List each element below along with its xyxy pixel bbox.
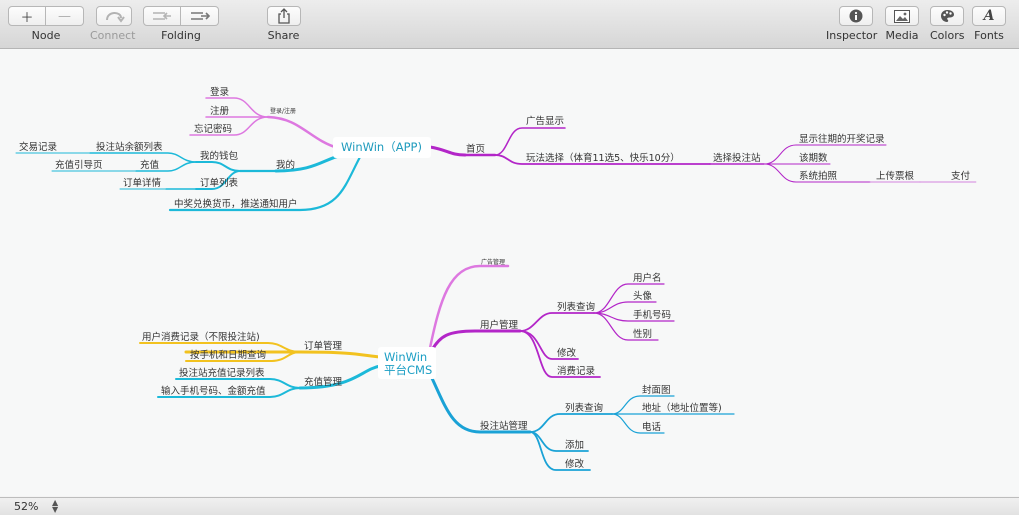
connect-button[interactable] <box>96 6 132 26</box>
inspector-label: Inspector <box>826 29 878 42</box>
node-username[interactable]: 用户名 <box>633 272 662 284</box>
media-button[interactable] <box>885 6 919 26</box>
mindmap-canvas[interactable]: WinWin（APP) 登录/注册 登录 注册 忘记密码 我的 我的钱包 投注站… <box>0 49 1019 496</box>
node-cover[interactable]: 封面图 <box>642 384 671 396</box>
share-icon <box>278 8 290 24</box>
connectors-map1 <box>15 97 977 212</box>
node-transactions[interactable]: 交易记录 <box>19 141 58 153</box>
node-orders[interactable]: 订单列表 <box>200 177 239 189</box>
map1-labels: 登录/注册 登录 注册 忘记密码 我的 我的钱包 投注站余额列表 交易记录 充值… <box>19 87 971 210</box>
share-label: Share <box>267 29 300 42</box>
node-pay[interactable]: 支付 <box>951 170 971 182</box>
node-group: ＋ — Node <box>8 6 84 42</box>
zoom-level[interactable]: 52% <box>14 500 39 513</box>
node-station-recharge[interactable]: 投注站充值记录列表 <box>179 367 265 379</box>
node-consumption[interactable]: 消费记录 <box>557 365 596 377</box>
mindmap-svg: WinWin（APP) 登录/注册 登录 注册 忘记密码 我的 我的钱包 投注站… <box>15 87 977 471</box>
node-user-consumption[interactable]: 用户消费记录（不限投注站) <box>142 331 260 343</box>
node-select-station[interactable]: 选择投注站 <box>713 152 761 164</box>
node-user-mgmt[interactable]: 用户管理 <box>480 319 519 331</box>
node-home[interactable]: 首页 <box>466 143 485 155</box>
zoom-stepper[interactable]: ▲ ▼ <box>52 498 59 514</box>
plus-icon: ＋ <box>20 10 34 26</box>
fonts-label: Fonts <box>974 29 1004 42</box>
node-avatar[interactable]: 头像 <box>633 290 653 302</box>
node-station-modify[interactable]: 修改 <box>565 458 585 470</box>
node-recharge-guide[interactable]: 充值引导页 <box>55 159 103 171</box>
app-root-label: WinWin（APP) <box>341 140 422 154</box>
zoom-up-icon[interactable]: ▲ <box>52 498 59 507</box>
node-login[interactable]: 登录 <box>210 87 230 98</box>
fold-button[interactable] <box>143 6 181 26</box>
unfold-icon <box>190 12 210 20</box>
minus-icon: — <box>58 8 71 24</box>
connect-group: Connect <box>90 6 135 42</box>
node-forgot[interactable]: 忘记密码 <box>194 123 232 135</box>
node-mine[interactable]: 我的 <box>276 159 295 171</box>
node-ad-display[interactable]: 广告显示 <box>526 115 564 127</box>
node-input-phone[interactable]: 输入手机号码、金额充值 <box>161 385 266 397</box>
fonts-button[interactable]: A <box>972 6 1006 26</box>
map2-labels: 广告管理 用户管理 列表查询 用户名 头像 手机号码 性别 修改 消费记录 订单… <box>142 258 722 470</box>
status-bar: 52% ▲ ▼ <box>0 497 1019 515</box>
fold-icon <box>153 12 171 20</box>
node-phone-number[interactable]: 手机号码 <box>633 309 671 321</box>
node-order-detail[interactable]: 订单详情 <box>123 177 162 189</box>
unfold-button[interactable] <box>181 6 219 26</box>
share-group: Share <box>267 6 301 42</box>
folding-label: Folding <box>161 29 201 42</box>
remove-node-button[interactable]: — <box>46 6 84 26</box>
connectors-map2 <box>139 264 735 471</box>
media-group: Media <box>885 6 919 42</box>
node-photo[interactable]: 系统拍照 <box>799 170 838 182</box>
connect-label: Connect <box>90 29 136 42</box>
media-label: Media <box>885 29 919 42</box>
node-recharge[interactable]: 充值 <box>140 159 160 171</box>
node-history[interactable]: 显示往期的开奖记录 <box>799 133 885 145</box>
node-add[interactable]: 添加 <box>565 440 584 451</box>
node-order-mgmt[interactable]: 订单管理 <box>304 340 343 352</box>
toolbar: ＋ — Node Connect Folding Share Inspect <box>0 0 1019 49</box>
node-ad-mgmt[interactable]: 广告管理 <box>481 258 505 266</box>
node-query-by-phone[interactable]: 按手机和日期查询 <box>190 349 266 361</box>
photo-icon <box>894 9 910 23</box>
node-register[interactable]: 注册 <box>210 105 230 117</box>
connect-icon <box>106 12 125 23</box>
cms-root-label-line1: WinWin <box>384 350 427 364</box>
node-station-mgmt[interactable]: 投注站管理 <box>480 420 528 432</box>
node-phone[interactable]: 电话 <box>642 421 662 433</box>
inspector-group: Inspector <box>826 6 877 42</box>
node-login-group[interactable]: 登录/注册 <box>270 107 296 115</box>
add-node-button[interactable]: ＋ <box>8 6 46 26</box>
node-prize-notice[interactable]: 中奖兑换货币，推送通知用户 <box>174 198 298 210</box>
node-modify[interactable]: 修改 <box>557 347 577 359</box>
node-label: Node <box>31 29 61 42</box>
map1-root[interactable]: WinWin（APP) <box>333 137 431 158</box>
node-balance-list[interactable]: 投注站余额列表 <box>96 141 163 153</box>
node-address[interactable]: 地址（地址位置等) <box>642 402 722 414</box>
node-gender[interactable]: 性别 <box>633 328 652 340</box>
node-game-select[interactable]: 玩法选择（体育11选5、快乐10分） <box>526 152 680 164</box>
share-button[interactable] <box>267 6 301 26</box>
node-upload[interactable]: 上传票根 <box>876 170 915 182</box>
colors-button[interactable] <box>930 6 964 26</box>
cms-root-label-line2: 平台CMS <box>384 363 432 377</box>
font-icon: A <box>983 8 995 24</box>
info-icon <box>849 9 863 23</box>
fonts-group: A Fonts <box>972 6 1006 42</box>
inspector-button[interactable] <box>839 6 874 26</box>
node-wallet[interactable]: 我的钱包 <box>200 150 239 162</box>
map2-root[interactable]: WinWin 平台CMS <box>378 347 436 379</box>
zoom-down-icon[interactable]: ▼ <box>52 505 59 514</box>
node-issue[interactable]: 该期数 <box>799 152 828 164</box>
colors-group: Colors <box>930 6 964 42</box>
node-station-list-query[interactable]: 列表查询 <box>565 402 603 414</box>
folding-group: Folding <box>143 6 219 42</box>
node-list-query[interactable]: 列表查询 <box>557 301 595 313</box>
palette-icon <box>940 10 954 22</box>
colors-label: Colors <box>930 29 965 42</box>
node-recharge-mgmt[interactable]: 充值管理 <box>304 376 343 388</box>
